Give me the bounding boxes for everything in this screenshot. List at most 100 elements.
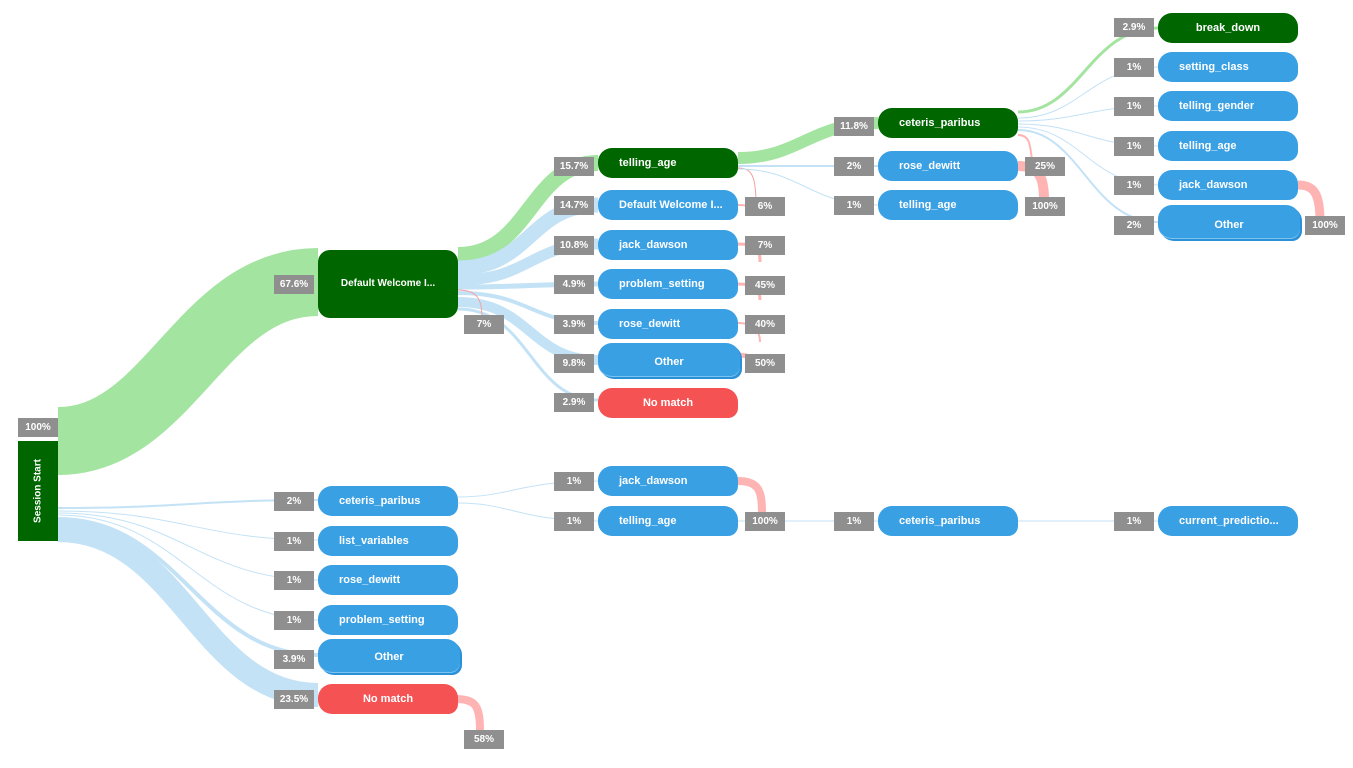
pct-l4-other: 2%	[1114, 216, 1154, 235]
pct-l1-ceteris-paribus: 2%	[274, 492, 314, 511]
node-l3-ceteris-paribus[interactable]: ceteris_paribus	[878, 108, 1018, 138]
node-label: current_predictio...	[1179, 515, 1279, 527]
node-l3-telling-age[interactable]: telling_age	[878, 190, 1018, 220]
node-l1-list-variables[interactable]: list_variables	[318, 526, 458, 556]
node-label: list_variables	[339, 535, 409, 547]
pct-l4-break-down: 2.9%	[1114, 18, 1154, 37]
node-label: No match	[362, 693, 414, 705]
flow-welcome-exit	[457, 289, 483, 319]
node-label: jack_dawson	[1179, 179, 1248, 191]
node-l1-other[interactable]: Other	[318, 639, 460, 673]
node-l1-no-match[interactable]: No match	[318, 684, 458, 714]
node-l2-other[interactable]: Other	[598, 343, 740, 377]
pct-l4-jack-dawson: 1%	[1114, 176, 1154, 195]
pct-l1-no-match: 23.5%	[274, 690, 314, 709]
node-l4-telling-age[interactable]: telling_age	[1158, 131, 1298, 161]
node-l4-other[interactable]: Other	[1158, 205, 1300, 239]
exit-pct-l2-problem-setting: 45%	[745, 276, 785, 295]
exit-pct-l2-rose-dewitt: 40%	[745, 315, 785, 334]
pct-l2-lower-jack-dawson: 1%	[554, 472, 594, 491]
flow-l4-jack-exit	[1297, 180, 1325, 223]
node-label: jack_dawson	[619, 475, 688, 487]
node-l2-telling-age[interactable]: telling_age	[598, 148, 738, 178]
node-label: problem_setting	[339, 614, 425, 626]
node-label: Other	[654, 356, 684, 368]
session-start-label: Session Start	[32, 459, 44, 523]
pct-l3-telling-age: 1%	[834, 196, 874, 215]
default-welcome-exit-pct: 7%	[464, 315, 504, 334]
node-l2-lower-telling-age[interactable]: telling_age	[598, 506, 738, 536]
session-start-node[interactable]: Session Start	[18, 441, 58, 541]
pct-l4-setting-class: 1%	[1114, 58, 1154, 77]
node-l4-jack-dawson[interactable]: jack_dawson	[1158, 170, 1298, 200]
exit-pct-l2-default-welcome: 6%	[745, 197, 785, 216]
pct-l2-other: 9.8%	[554, 354, 594, 373]
node-label: telling_gender	[1179, 100, 1255, 112]
node-l2-jack-dawson[interactable]: jack_dawson	[598, 230, 738, 260]
flow-nomatch-exit	[454, 695, 484, 731]
pct-l2-jack-dawson: 10.8%	[554, 236, 594, 255]
pct-l4-telling-age: 1%	[1114, 137, 1154, 156]
flow-start-to-welcome	[55, 248, 320, 475]
default-welcome-pct: 67.6%	[274, 275, 314, 294]
node-label: ceteris_paribus	[899, 117, 981, 129]
node-label: ceteris_paribus	[899, 515, 981, 527]
node-l4-setting-class[interactable]: setting_class	[1158, 52, 1298, 82]
node-l1-ceteris-paribus[interactable]: ceteris_paribus	[318, 486, 458, 516]
flow-l3-telling-exit	[1017, 134, 1033, 161]
node-label: telling_age	[619, 157, 677, 169]
node-l4-telling-gender[interactable]: telling_gender	[1158, 91, 1298, 121]
pct-l4-lower-current-prediction: 1%	[1114, 512, 1154, 531]
pct-l2-lower-telling-age: 1%	[554, 512, 594, 531]
exit-pct-l3-rose-dewitt: 25%	[1025, 157, 1065, 176]
node-l2-lower-jack-dawson[interactable]: jack_dawson	[598, 466, 738, 496]
node-label: telling_age	[1179, 140, 1237, 152]
pct-l2-rose-dewitt: 3.9%	[554, 315, 594, 334]
pct-l1-rose-dewitt: 1%	[274, 571, 314, 590]
node-l1-problem-setting[interactable]: problem_setting	[318, 605, 458, 635]
pct-l2-problem-setting: 4.9%	[554, 275, 594, 294]
node-label: rose_dewitt	[619, 318, 681, 330]
node-l3-lower-ceteris-paribus[interactable]: ceteris_paribus	[878, 506, 1018, 536]
pct-l1-other: 3.9%	[274, 650, 314, 669]
node-label: rose_dewitt	[899, 160, 961, 172]
node-label: rose_dewitt	[339, 574, 401, 586]
node-label: jack_dawson	[619, 239, 688, 251]
exit-pct-l2-other: 50%	[745, 354, 785, 373]
node-label: ceteris_paribus	[339, 495, 421, 507]
node-l1-rose-dewitt[interactable]: rose_dewitt	[318, 565, 458, 595]
node-label: setting_class	[1179, 61, 1249, 73]
node-label: Default Welcome I...	[619, 199, 723, 211]
session-start-pct: 100%	[18, 418, 58, 437]
flow-start-to-nomatch	[57, 518, 319, 707]
flow-lower-jack-exit	[737, 477, 766, 513]
pct-l2-no-match: 2.9%	[554, 393, 594, 412]
pct-l1-list-variables: 1%	[274, 532, 314, 551]
pct-l1-problem-setting: 1%	[274, 611, 314, 630]
node-label: Other	[1214, 219, 1244, 231]
exit-pct-l4-jack-dawson: 100%	[1305, 216, 1345, 235]
node-label: problem_setting	[619, 278, 705, 290]
node-l2-default-welcome[interactable]: Default Welcome I...	[598, 190, 738, 220]
pct-l2-default-welcome: 14.7%	[554, 196, 594, 215]
pct-l3-rose-dewitt: 2%	[834, 157, 874, 176]
node-label: telling_age	[899, 199, 957, 211]
pct-l4-telling-gender: 1%	[1114, 97, 1154, 116]
node-l2-problem-setting[interactable]: problem_setting	[598, 269, 738, 299]
node-label: No match	[642, 397, 694, 409]
node-l4-lower-current-prediction[interactable]: current_predictio...	[1158, 506, 1298, 536]
node-l2-rose-dewitt[interactable]: rose_dewitt	[598, 309, 738, 339]
pct-l3-ceteris-paribus: 11.8%	[834, 117, 874, 136]
exit-pct-l2-jack-dawson: 7%	[745, 236, 785, 255]
node-label: telling_age	[619, 515, 677, 527]
pct-l2-telling-age: 15.7%	[554, 157, 594, 176]
node-l2-no-match[interactable]: No match	[598, 388, 738, 418]
node-label: break_down	[1195, 22, 1261, 34]
default-welcome-label: Default Welcome I...	[340, 278, 436, 289]
node-label: Other	[374, 651, 404, 663]
default-welcome-node[interactable]: Default Welcome I...	[318, 250, 458, 318]
node-l4-break-down[interactable]: break_down	[1158, 13, 1298, 43]
pct-l3-lower-ceteris-paribus: 1%	[834, 512, 874, 531]
exit-pct-l1-no-match: 58%	[464, 730, 504, 749]
node-l3-rose-dewitt[interactable]: rose_dewitt	[878, 151, 1018, 181]
